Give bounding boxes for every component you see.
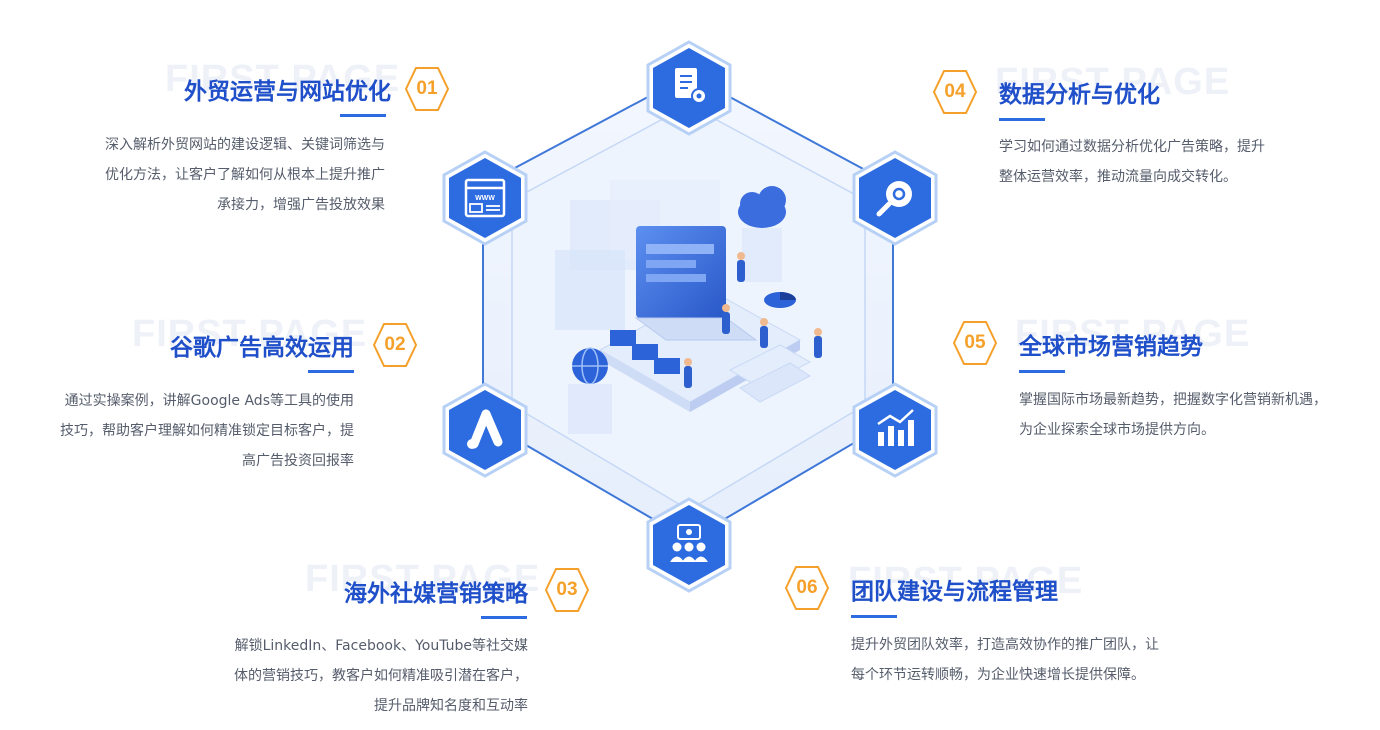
section-title: 外贸运营与网站优化 <box>184 79 391 105</box>
section-title: 全球市场营销趋势 <box>1019 334 1203 360</box>
team-icon <box>644 497 734 593</box>
section-title: 数据分析与优化 <box>999 82 1160 108</box>
watermark-text: FIRST PAGE <box>165 58 401 100</box>
section-title: 海外社媒营销策略 <box>344 581 528 607</box>
watermark-text: FIRST PAGE <box>1015 313 1251 355</box>
number-badge: 06 <box>784 565 830 611</box>
watermark-text: FIRST PAGE <box>132 313 368 355</box>
title-underline <box>481 616 527 619</box>
number-badge: 05 <box>952 320 998 366</box>
bar-chart-icon <box>850 382 940 478</box>
title-underline <box>851 615 897 618</box>
section-title: 团队建设与流程管理 <box>851 579 1058 605</box>
title-underline <box>999 118 1045 121</box>
title-underline <box>1019 370 1065 373</box>
section-description: 提升外贸团队效率，打造高效协作的推广团队，让 每个环节运转顺畅，为企业快速增长提… <box>851 637 1159 683</box>
section-description: 解锁LinkedIn、Facebook、YouTube等社交媒 体的营销技巧，教… <box>234 638 528 714</box>
browser-www-icon: WWW <box>440 150 530 246</box>
number-badge: 01 <box>404 66 450 112</box>
watermark-text: FIRST PAGE <box>305 558 541 600</box>
document-gear-icon <box>644 40 734 136</box>
number-badge: 03 <box>544 567 590 613</box>
search-gear-icon <box>850 150 940 246</box>
laptop-illustration <box>555 180 822 434</box>
title-underline <box>308 370 354 373</box>
svg-text:WWW: WWW <box>475 195 495 202</box>
title-underline <box>340 114 386 117</box>
section-description: 深入解析外贸网站的建设逻辑、关键词筛选与 优化方法，让客户了解如何从根本上提升推… <box>105 137 385 213</box>
section-description: 学习如何通过数据分析优化广告策略，提升 整体运营效率，推动流量向成交转化。 <box>999 139 1265 185</box>
number-badge: 04 <box>932 69 978 115</box>
number-badge: 02 <box>372 322 418 368</box>
google-ads-icon <box>440 382 530 478</box>
section-title: 谷歌广告高效运用 <box>170 335 354 361</box>
section-description: 通过实操案例，讲解Google Ads等工具的使用 技巧，帮助客户理解如何精准锁… <box>60 393 354 469</box>
watermark-text: FIRST PAGE <box>848 560 1084 602</box>
section-description: 掌握国际市场最新趋势，把握数字化营销新机遇， 为企业探索全球市场提供方向。 <box>1019 392 1327 438</box>
watermark-text: FIRST PAGE <box>995 61 1231 103</box>
